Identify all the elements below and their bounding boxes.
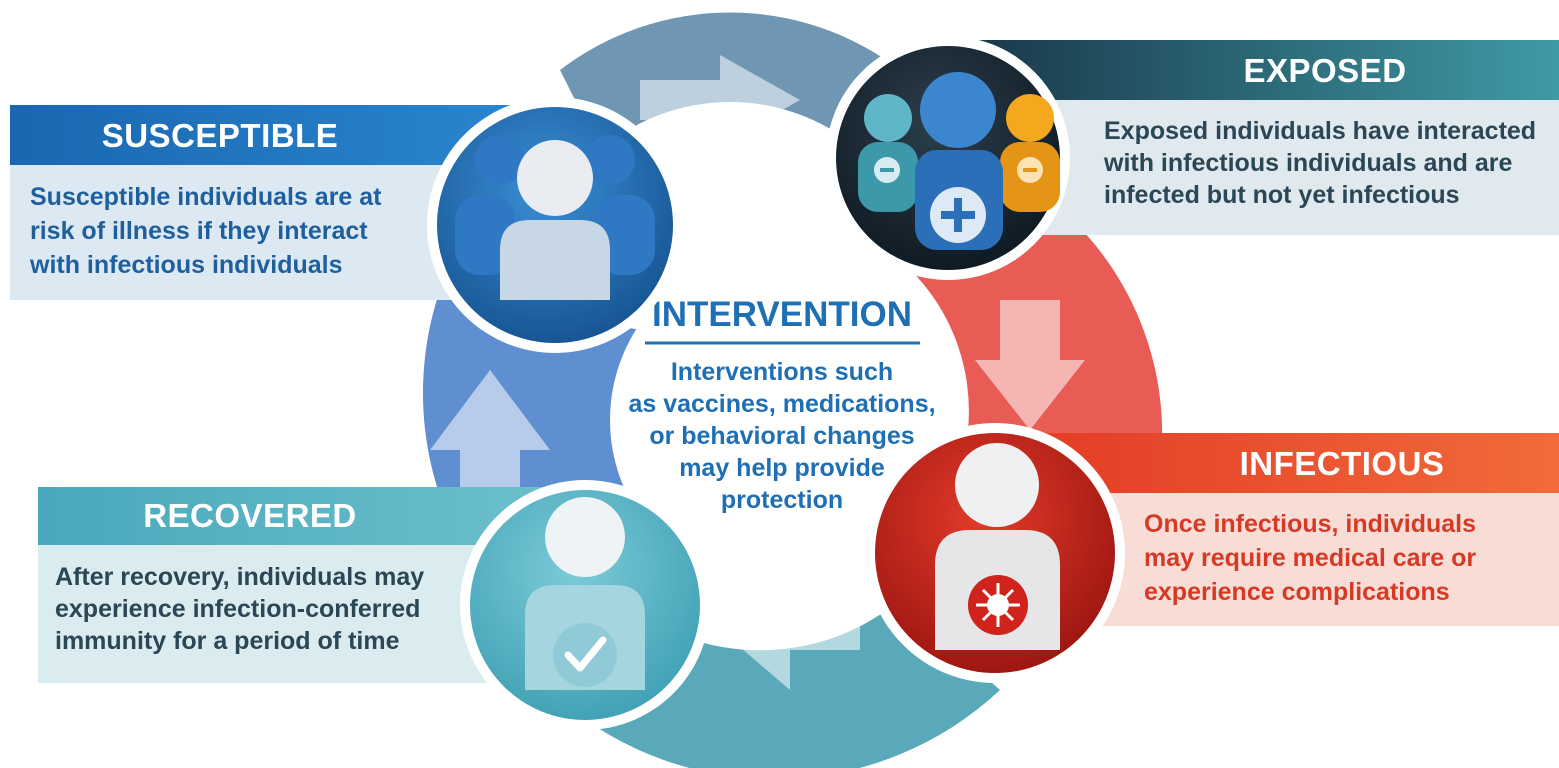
recovered-panel: RECOVERED After recovery, individuals ma… bbox=[38, 487, 558, 683]
intervention-title: INTERVENTION bbox=[652, 295, 912, 334]
description-line: experience infection-conferred bbox=[55, 595, 420, 623]
susceptible-description-box bbox=[10, 165, 480, 300]
description-line: as vaccines, medications, bbox=[628, 390, 935, 418]
description-line: Once infectious, individuals bbox=[1144, 510, 1476, 538]
susceptible-title: SUSCEPTIBLE bbox=[102, 117, 339, 154]
recovered-description: After recovery, individuals may experienc… bbox=[55, 563, 424, 655]
recovered-description-box bbox=[38, 545, 508, 683]
description-line: with infectious individuals and are bbox=[1103, 149, 1512, 177]
susceptible-panel: SUSCEPTIBLE Susceptible individuals are … bbox=[10, 105, 530, 300]
description-line: Exposed individuals have interacted bbox=[1104, 117, 1536, 145]
intervention-description: Interventions such as vaccines, medicatio… bbox=[628, 358, 935, 514]
description-line: Interventions such bbox=[671, 358, 893, 386]
person-check-icon bbox=[460, 480, 710, 730]
description-line: Susceptible individuals are at bbox=[30, 183, 382, 211]
description-line: infected but not yet infectious bbox=[1104, 181, 1460, 209]
arrow-right-icon bbox=[640, 55, 800, 145]
intervention-circle bbox=[610, 250, 950, 590]
arrow-left-icon bbox=[720, 570, 860, 690]
infectious-description-box bbox=[1060, 493, 1559, 626]
exposed-description: Exposed individuals have interacted with … bbox=[1103, 117, 1536, 209]
person-group-icon bbox=[427, 97, 683, 353]
description-line: After recovery, individuals may bbox=[55, 563, 424, 591]
exposed-title: EXPOSED bbox=[1243, 52, 1406, 89]
arrow-up-icon bbox=[430, 370, 550, 520]
person-virus-icon bbox=[865, 423, 1125, 683]
description-line: may help provide bbox=[679, 454, 885, 482]
arrow-down-icon bbox=[975, 300, 1085, 430]
description-line: with infectious individuals bbox=[29, 251, 343, 279]
description-line: risk of illness if they interact bbox=[30, 217, 368, 245]
recovered-header-bar bbox=[38, 487, 558, 545]
description-line: protection bbox=[721, 486, 843, 514]
infectious-description: Once infectious, individuals may require … bbox=[1144, 510, 1476, 606]
people-plus-minus-icon bbox=[826, 36, 1070, 280]
cycle-arrows bbox=[430, 55, 1085, 690]
susceptible-header-bar bbox=[10, 105, 530, 165]
exposed-description-box bbox=[1000, 100, 1559, 235]
infectious-title: INFECTIOUS bbox=[1240, 445, 1445, 482]
description-line: may require medical care or bbox=[1144, 544, 1476, 572]
recovered-title: RECOVERED bbox=[143, 497, 357, 534]
description-line: or behavioral changes bbox=[649, 422, 914, 450]
description-line: immunity for a period of time bbox=[55, 627, 400, 655]
description-line: experience complications bbox=[1144, 578, 1450, 606]
susceptible-description: Susceptible individuals are at risk of il… bbox=[29, 183, 382, 279]
